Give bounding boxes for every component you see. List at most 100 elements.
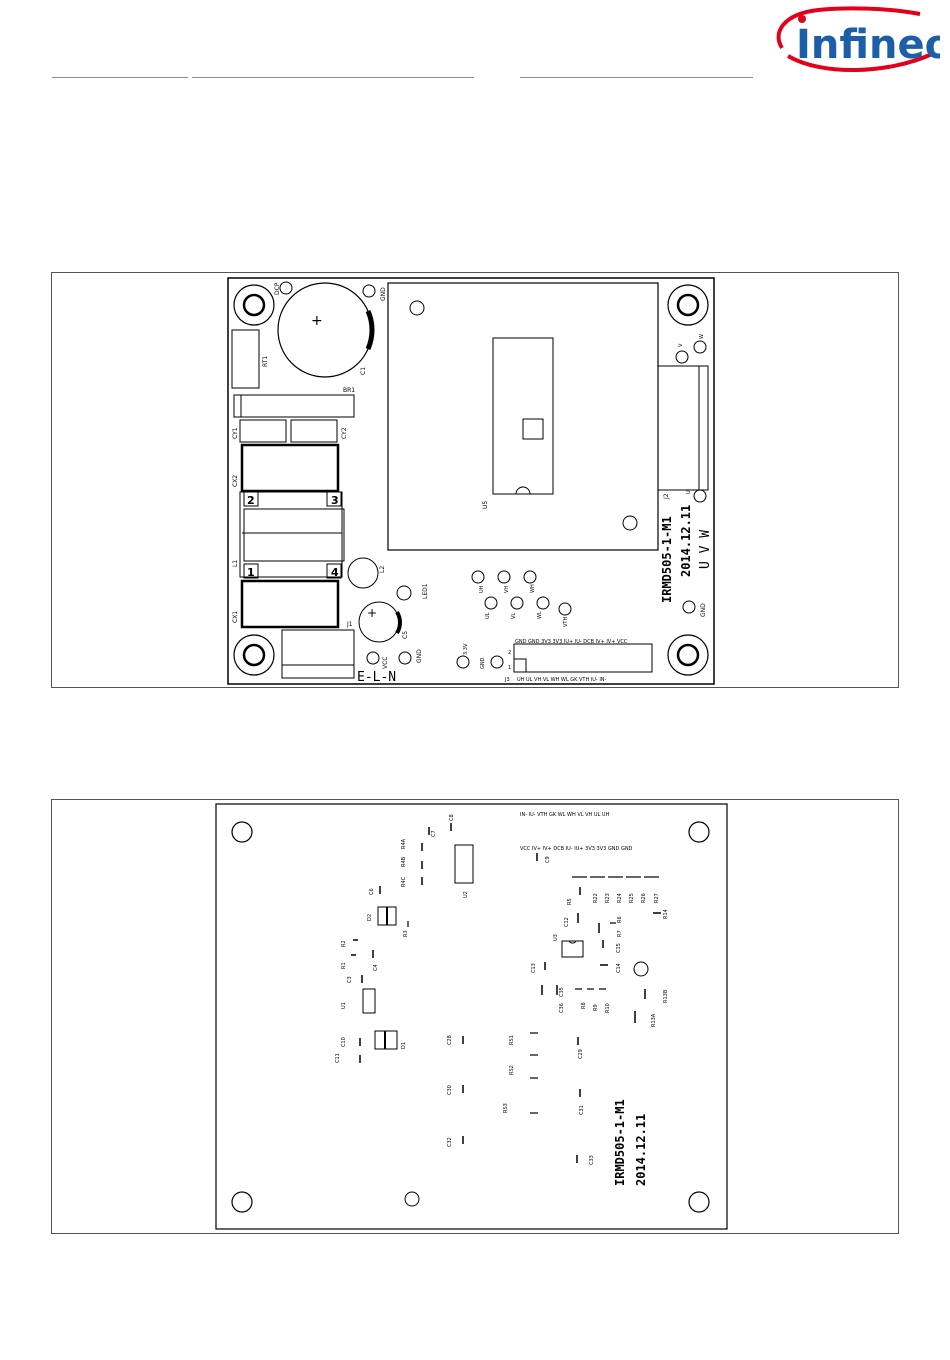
label-led1: LED1 — [422, 583, 429, 599]
tp-gnd: GND — [480, 657, 486, 669]
top-board-date: 2014.12.11 — [679, 505, 693, 577]
label-l2: L2 — [379, 566, 386, 573]
label-c12: C12 — [564, 917, 570, 927]
label-c7: C7 — [431, 830, 437, 837]
label-c30: C30 — [447, 1085, 453, 1095]
label-r2: R2 — [341, 940, 347, 947]
label-r23: R23 — [605, 893, 611, 903]
label-r26: R26 — [641, 893, 647, 903]
label-c29: C29 — [578, 1049, 584, 1059]
label-r27: R27 — [654, 893, 660, 903]
hole-tl — [231, 821, 253, 843]
tp-vth: VTH — [563, 617, 569, 627]
label-r7: R7 — [617, 930, 623, 937]
tp-vh: VH — [504, 586, 510, 593]
label-vcc: VCC — [382, 657, 389, 669]
tp-wl: WL — [537, 611, 543, 619]
label-r5: R5 — [567, 898, 573, 905]
label-c3: C3 — [347, 976, 353, 983]
top-board-name: IRMD505-1-M1 — [660, 516, 674, 603]
label-r14: R14 — [663, 909, 669, 919]
l1-pin-4: 4 — [331, 566, 339, 579]
label-pad-w: W — [699, 334, 705, 339]
tp-ul: UL — [485, 612, 491, 619]
ac-input-label: E-L-N — [357, 670, 396, 685]
svg-text:+: + — [367, 606, 377, 620]
conn-bottom-labels: VCC IV+ IV+ DCB IU- IU+ 3V3 3V3 GND GND — [520, 846, 633, 852]
mounting-hole-tl — [233, 284, 275, 326]
label-cx2: CX2 — [232, 475, 239, 487]
label-c14: C14 — [616, 963, 622, 973]
mounting-hole-br — [667, 634, 709, 676]
label-r10: R10 — [605, 1003, 611, 1013]
label-r8: R8 — [581, 1002, 587, 1009]
label-u1: U1 — [341, 1002, 347, 1009]
label-cx1: CX1 — [232, 611, 239, 623]
hole-bl — [231, 1191, 253, 1213]
hole-bottom-mid — [404, 1191, 420, 1207]
tp-vl: VL — [511, 613, 517, 619]
l1-pin-2: 2 — [247, 494, 255, 507]
label-c36: C36 — [559, 1003, 565, 1013]
l1-pin-1: 1 — [247, 566, 255, 579]
label-gnd-bottom: GND — [416, 649, 423, 663]
header-rule-1 — [52, 77, 188, 78]
label-r1: R1 — [341, 962, 347, 969]
j3-bottom-labels: UH UL VH VL WH WL GK VTH IU- IN- — [517, 677, 607, 683]
label-c15: C15 — [616, 943, 622, 953]
label-c11: C11 — [335, 1053, 341, 1063]
label-u5: U5 — [482, 501, 489, 509]
label-r4c: R4C — [401, 876, 407, 887]
label-r3: R3 — [403, 930, 409, 937]
label-c35: C35 — [559, 987, 565, 997]
label-c4: C4 — [373, 964, 379, 971]
label-c13: C13 — [531, 963, 537, 973]
label-r22: R22 — [593, 893, 599, 903]
header-rule-2 — [192, 77, 474, 78]
j3-row-1: 1 — [508, 665, 511, 671]
label-c33: C33 — [589, 1155, 595, 1165]
label-cy1: CY1 — [232, 427, 239, 439]
label-br1: BR1 — [343, 387, 355, 394]
label-c28: C28 — [447, 1035, 453, 1045]
label-u3: U3 — [553, 934, 559, 941]
tp-uh: UH — [479, 585, 485, 593]
j3-top-labels: GND GND 3V3 3V3 IU+ IU- DCB IV+ IV+ VCC — [515, 639, 628, 645]
label-r25: R25 — [629, 893, 635, 903]
label-c31: C31 — [579, 1105, 585, 1115]
label-c5: C5 — [402, 631, 409, 639]
header-rule-3 — [520, 77, 753, 78]
bottom-board-date: 2014.12.11 — [634, 1114, 648, 1186]
label-r9: R9 — [593, 1004, 599, 1011]
mounting-hole-bl — [233, 634, 275, 676]
label-c8: C8 — [449, 814, 455, 821]
label-d1: D1 — [401, 1042, 407, 1049]
infineon-logo: Infineon — [776, 6, 940, 73]
conn-top-labels: IN- IU- VTH GK WL WH VL VH UL UH — [520, 812, 610, 818]
label-c9: C9 — [545, 856, 551, 863]
label-r6: R6 — [617, 916, 623, 923]
label-pad-v: V — [678, 343, 684, 347]
label-cy2: CY2 — [341, 427, 348, 439]
capacitor-c1: + — [277, 282, 375, 378]
label-rt1: RT1 — [262, 356, 269, 367]
label-gnd-right: GND — [700, 603, 707, 617]
label-c32: C32 — [447, 1137, 453, 1147]
label-d2: D2 — [367, 914, 373, 921]
hole-right-mid — [633, 961, 649, 977]
label-r24: R24 — [617, 893, 623, 903]
label-r4a: R4A — [401, 838, 407, 849]
hole-tr — [688, 821, 710, 843]
label-pad-u: U — [686, 490, 692, 494]
label-c6: C6 — [369, 888, 375, 895]
top-layer-board: + C1 DCP GND RT1 BR1 CY1 CY2 CX2 2 3 1 4… — [227, 277, 715, 685]
label-rs3: RS3 — [503, 1103, 509, 1113]
label-j2: J2 — [663, 493, 670, 500]
tp-3v3: 3.3V — [463, 643, 469, 655]
label-r13a: R13A — [651, 1013, 657, 1027]
tp-wh: WH — [530, 584, 536, 593]
label-dcp: DCP — [274, 282, 281, 295]
label-r4b: R4B — [401, 856, 407, 867]
label-j1: J1 — [346, 621, 353, 628]
label-u2: U2 — [463, 891, 469, 898]
